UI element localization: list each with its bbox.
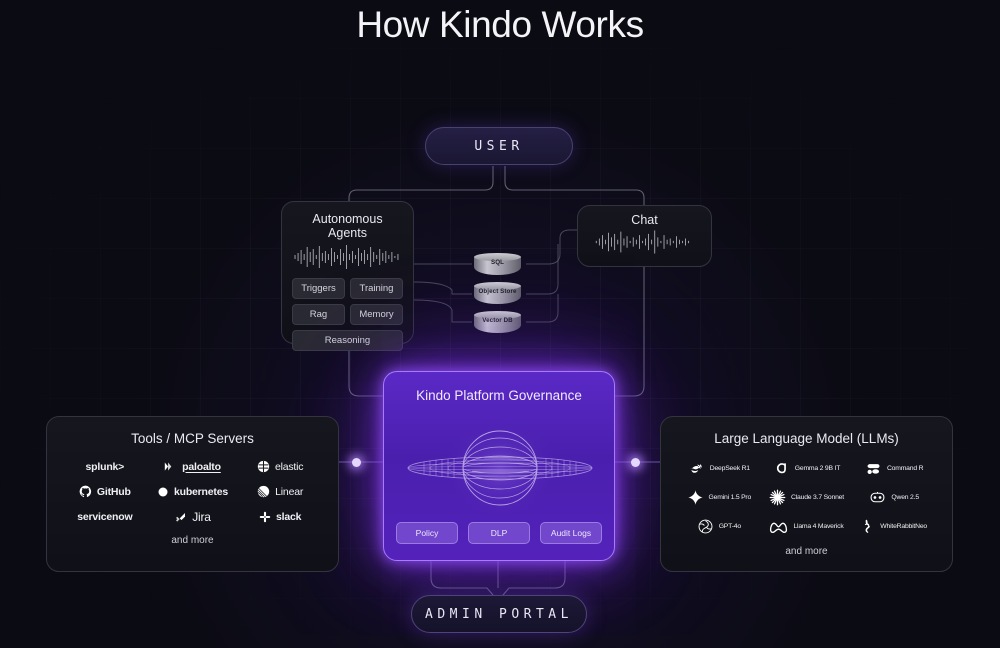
kubernetes-icon (158, 487, 168, 496)
deepseek-whale-icon (689, 464, 702, 473)
cylinder-body (474, 257, 521, 275)
cylinder-cap (474, 282, 521, 290)
llm-item-llama-label: Llama 4 Maverick (793, 523, 844, 530)
governance-left-node-dot (352, 458, 361, 467)
llm-item-qwen-label: Qwen 2.5 (891, 494, 919, 501)
agents-waveform-icon (294, 245, 399, 269)
slack-icon (259, 511, 271, 523)
tool-item-elastic-label: elastic (274, 460, 304, 473)
governance-chip-policy[interactable]: Policy (396, 522, 458, 544)
llm-item-gemma[interactable]: Gemma 2 9B IT (773, 460, 840, 477)
tool-item-splunk[interactable]: splunk> (86, 461, 125, 473)
tools-logo-grid: splunk> paloalto elastic GitHub (61, 460, 324, 525)
jira-icon (176, 512, 186, 522)
governance-chip-audit-logs[interactable]: Audit Logs (540, 522, 602, 544)
tool-item-servicenow[interactable]: servicenow (77, 511, 132, 523)
autonomous-agents-card[interactable]: Autonomous Agents (281, 201, 414, 351)
tool-item-splunk-label: splunk> (85, 460, 125, 473)
agent-chip-triggers[interactable]: Triggers (292, 278, 345, 299)
llm-item-gpt4o[interactable]: GPT-4o (697, 518, 741, 535)
tool-item-kubernetes[interactable]: kubernetes (157, 486, 228, 498)
datastore-vector-db-label: Vector DB (482, 317, 513, 324)
llm-item-gemini[interactable]: Gemini 1.5 Pro (687, 489, 752, 506)
admin-portal-label: ADMIN PORTAL (425, 606, 573, 622)
governance-chip-dlp[interactable]: DLP (468, 522, 530, 544)
llms-logo-grid: DeepSeek R1 Gemma 2 9B IT Command R (675, 460, 938, 535)
openai-icon (698, 519, 713, 534)
github-icon (79, 485, 92, 498)
governance-chip-row: Policy DLP Audit Logs (396, 522, 602, 544)
datastore-sql[interactable]: SQL (474, 253, 521, 279)
tool-item-slack-label: slack (276, 511, 302, 523)
whiterabbitneo-icon (865, 519, 871, 533)
agent-chip-memory[interactable]: Memory (350, 304, 403, 325)
cylinder-body (474, 315, 521, 333)
tool-item-paloalto-label: paloalto (182, 460, 221, 473)
tool-item-elastic[interactable]: elastic (257, 460, 304, 473)
tools-and-more-label: and more (171, 535, 214, 546)
cylinder-cap (474, 253, 521, 261)
claude-burst-icon (769, 489, 786, 506)
llms-card-title: Large Language Model (LLMs) (714, 431, 899, 446)
llm-item-command-r[interactable]: Command R (865, 460, 924, 477)
elastic-icon (257, 460, 270, 473)
gemma-icon (776, 463, 786, 474)
llm-item-whiterabbitneo[interactable]: WhiteRabbitNeo (861, 518, 927, 535)
llm-item-gemma-label: Gemma 2 9B IT (794, 465, 841, 472)
autonomous-agents-title: Autonomous Agents (312, 212, 383, 240)
admin-portal-node[interactable]: ADMIN PORTAL (411, 595, 587, 633)
tools-mcp-servers-card[interactable]: Tools / MCP Servers splunk> paloalto ela… (46, 416, 339, 572)
tool-item-jira[interactable]: Jira (174, 510, 211, 524)
cylinder-body (474, 286, 521, 304)
tool-item-paloalto[interactable]: paloalto (164, 460, 221, 473)
tool-item-linear[interactable]: Linear (257, 485, 303, 498)
tool-item-github-label: GitHub (96, 485, 131, 498)
tool-item-servicenow-label: servicenow (77, 511, 133, 523)
qwen-icon (870, 491, 885, 503)
chat-title: Chat (631, 213, 658, 227)
agent-chip-reasoning[interactable]: Reasoning (292, 330, 403, 351)
user-node-label: USER (474, 138, 524, 154)
llm-item-llama[interactable]: Llama 4 Maverick (769, 518, 844, 535)
governance-orb-graphic (407, 418, 593, 518)
tool-item-linear-label: Linear (275, 485, 304, 498)
datastore-object-store-label: Object Store (478, 288, 517, 295)
governance-panel[interactable]: Kindo Platform Governance (383, 371, 615, 561)
chat-card[interactable]: Chat (577, 205, 712, 267)
agents-chip-grid: Triggers Training Rag Memory Reasoning (292, 278, 403, 351)
llm-item-deepseek[interactable]: DeepSeek R1 (688, 460, 750, 477)
page-title: How Kindo Works (356, 4, 644, 45)
llm-item-claude[interactable]: Claude 3.7 Sonnet (769, 489, 844, 506)
linear-icon (257, 485, 270, 498)
cohere-command-icon (867, 464, 880, 475)
llm-item-gemini-label: Gemini 1.5 Pro (708, 494, 752, 501)
cylinder-cap (474, 311, 521, 319)
gemini-star-icon (687, 490, 703, 505)
tool-item-kubernetes-label: kubernetes (173, 485, 228, 498)
tool-item-github[interactable]: GitHub (79, 485, 131, 498)
paloalto-icon (164, 462, 172, 471)
datastore-object-store[interactable]: Object Store (474, 282, 521, 308)
tool-item-jira-label: Jira (192, 510, 211, 524)
datastore-sql-label: SQL (490, 259, 505, 266)
llm-item-claude-label: Claude 3.7 Sonnet (791, 494, 844, 501)
llm-item-deepseek-label: DeepSeek R1 (709, 465, 750, 472)
llms-card[interactable]: Large Language Model (LLMs) DeepSeek R1 … (660, 416, 953, 572)
user-node[interactable]: USER (425, 127, 573, 165)
llms-and-more-label: and more (785, 546, 828, 557)
llm-item-qwen[interactable]: Qwen 2.5 (869, 489, 919, 506)
tool-item-slack[interactable]: slack (259, 511, 301, 523)
governance-title: Kindo Platform Governance (416, 388, 582, 403)
governance-right-node-dot (631, 458, 640, 467)
datastore-vector-db[interactable]: Vector DB (474, 311, 521, 337)
llm-item-command-r-label: Command R (886, 465, 924, 472)
chat-waveform-icon (595, 230, 690, 254)
agent-chip-rag[interactable]: Rag (292, 304, 345, 325)
llm-item-whiterabbitneo-label: WhiteRabbitNeo (880, 523, 927, 530)
agent-chip-training[interactable]: Training (350, 278, 403, 299)
tools-card-title: Tools / MCP Servers (131, 431, 254, 446)
llm-item-gpt4o-label: GPT-4o (718, 523, 741, 530)
meta-llama-icon (770, 522, 788, 534)
